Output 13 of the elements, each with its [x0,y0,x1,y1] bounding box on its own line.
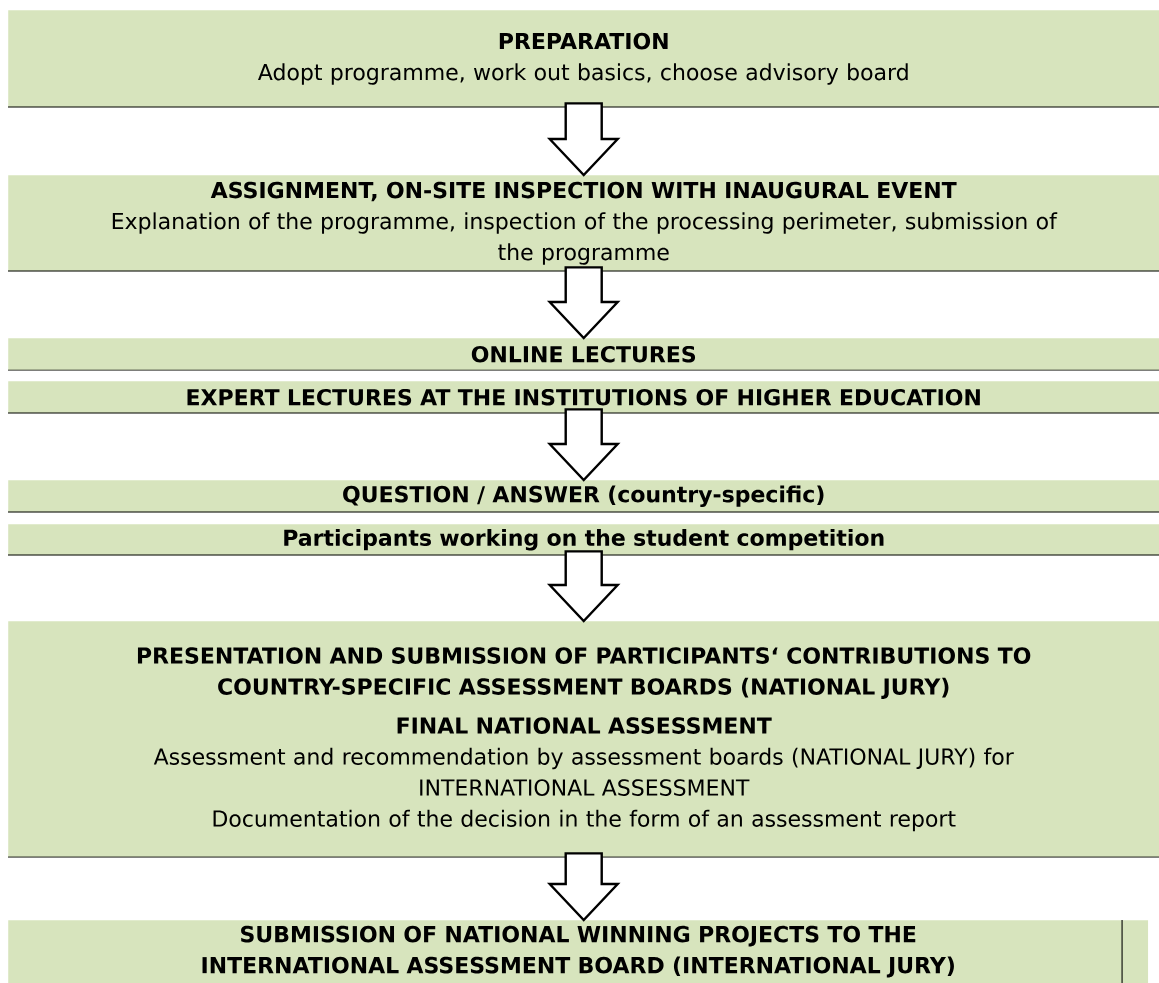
process-band: ASSIGNMENT, ON-SITE INSPECTION WITH INAUGURAL EVENT Explanation of the programme, inspection of the processing perimeter, submission of the programme [7,175,1159,272]
process-band: QUESTION / ANSWER (country-specific) [7,480,1159,513]
process-band: EXPERT LECTURES AT THE INSTITUTIONS OF HIGHER EDUCATION [7,381,1159,414]
process-band: PREPARATION Adopt programme, work out basics, choose advisory board [7,10,1159,108]
block-arrow [546,550,621,623]
block-arrow [546,408,621,482]
process-band: SUBMISSION OF NATIONAL WINNING PROJECTS TO THE INTERNATIONAL ASSESSMENT BOARD (INTERNATIONAL JURY) [8,919,1149,983]
block-arrow [546,102,621,177]
block-arrow [546,852,621,922]
block-arrow [546,266,621,340]
process-band: PRESENTATION AND SUBMISSION OF PARTICIPANTS‘ CONTRIBUTIONS TO COUNTRY-SPECIFIC ASSESSMENT BOARDS (NATIONAL JURY) FINAL NATIONAL ASSESSMENT Assessment and recommendation by assessment boards (NATIONAL JURY) for INTERNATIONAL ASSESSMENT Documentation of the decision in the form of an assessment report [7,621,1159,858]
process-band: Participants working on the student competition [7,524,1159,556]
process-band: ONLINE LECTURES [7,338,1159,371]
